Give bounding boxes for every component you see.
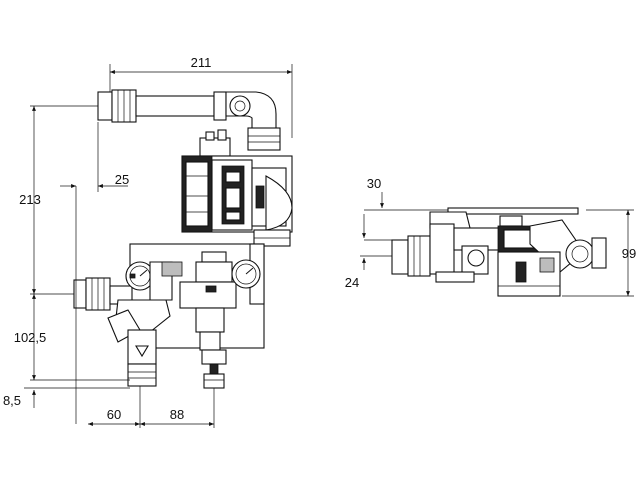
right-pressure-gauge [231, 259, 261, 289]
dimension-88-label: 88 [170, 407, 184, 422]
top-pipe [97, 89, 281, 151]
central-mixing-valve [179, 251, 237, 389]
dimension-30-label: 30 [367, 176, 381, 191]
side-dimensions: 30 24 99 [345, 176, 636, 297]
dimension-60-label: 60 [107, 407, 121, 422]
circulation-pump [181, 129, 293, 247]
dimension-99-label: 99 [622, 246, 636, 261]
side-view [391, 207, 607, 297]
dimension-213-label: 213 [19, 192, 41, 207]
dimension-8-5-label: 8,5 [3, 393, 21, 408]
left-pressure-gauge [125, 261, 155, 291]
dimension-102-5-label: 102,5 [14, 330, 47, 345]
left-valve-body [107, 261, 183, 387]
left-inlet-fitting [73, 277, 133, 311]
dimension-25-label: 25 [115, 172, 129, 187]
dimension-24-label: 24 [345, 275, 359, 290]
front-dimensions: 211 213 25 102,5 8,5 60 88 [3, 55, 293, 428]
dimension-211-label: 211 [191, 55, 212, 70]
front-view [73, 89, 293, 389]
